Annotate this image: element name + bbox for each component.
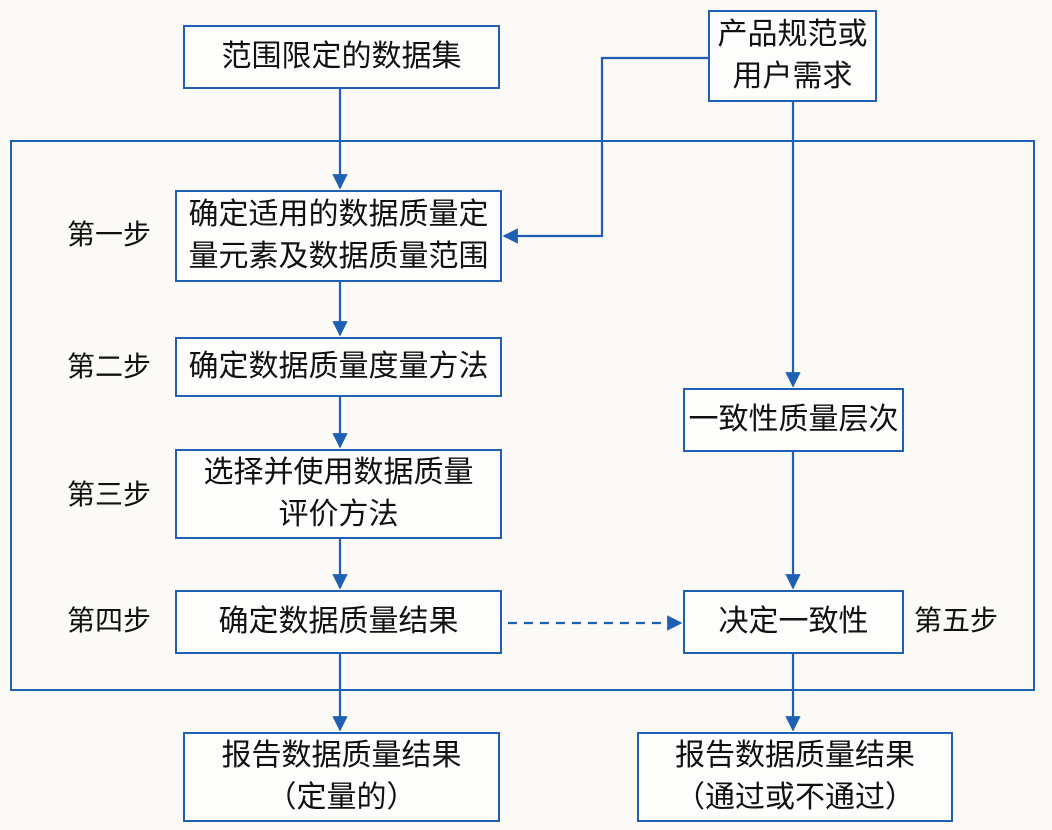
node-step1: 确定适用的数据质量定 量元素及数据质量范围 bbox=[175, 190, 502, 282]
node-conformance-level: 一致性质量层次 bbox=[683, 388, 904, 452]
step-label-2: 第二步 bbox=[67, 350, 152, 383]
node-report-quantitative: 报告数据质量结果 （定量的） bbox=[183, 732, 500, 822]
node-step3: 选择并使用数据质量 评价方法 bbox=[175, 449, 502, 539]
node-step4: 确定数据质量结果 bbox=[175, 590, 502, 654]
step-label-3: 第三步 bbox=[67, 478, 152, 511]
node-step2: 确定数据质量度量方法 bbox=[175, 337, 502, 397]
step-label-1: 第一步 bbox=[67, 218, 152, 251]
step-label-4: 第四步 bbox=[67, 604, 152, 637]
step-label-5: 第五步 bbox=[914, 604, 999, 637]
node-product-spec: 产品规范或 用户需求 bbox=[708, 10, 877, 102]
node-report-pass-fail: 报告数据质量结果 （通过或不通过） bbox=[637, 732, 953, 822]
arrow-spec-to-step1 bbox=[502, 56, 708, 244]
node-dataset: 范围限定的数据集 bbox=[183, 25, 500, 89]
evaluation-process-frame bbox=[10, 140, 1035, 691]
node-decide-conformance: 决定一致性 bbox=[683, 590, 904, 654]
